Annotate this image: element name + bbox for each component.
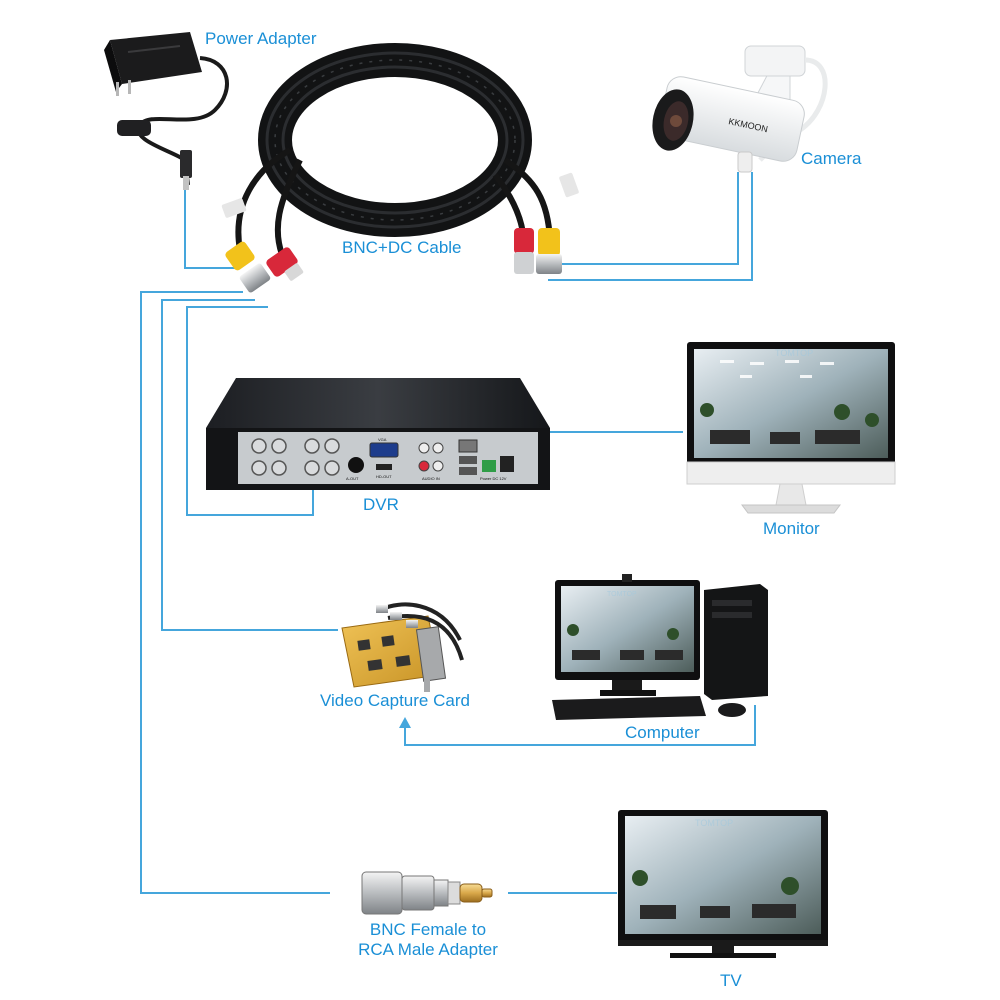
wire-computer-to-card xyxy=(404,705,756,746)
monitor: TOMTOP xyxy=(686,342,896,514)
dvr-label: DVR xyxy=(363,495,399,514)
tv: TOMTOP xyxy=(618,810,828,958)
tv-label: TV xyxy=(720,971,742,990)
wire-cable-to-adapter xyxy=(140,291,330,894)
video-capture-card-label: Video Capture Card xyxy=(320,691,470,710)
wire-cable-to-camera-1 xyxy=(548,172,739,265)
dvr-hdmi-label: HD-OUT xyxy=(376,474,392,479)
adapter-label-line1: BNC Female to xyxy=(369,920,487,939)
dvr-audio-in-label: AUDIO IN xyxy=(422,476,440,481)
bnc-dc-cable xyxy=(221,43,579,293)
dvr: VGA HD-OUT A-OUT AUDIO IN Power DC 12V xyxy=(206,378,550,490)
wire-cable-to-camera-2 xyxy=(548,172,753,281)
wire-cable-to-capture-card xyxy=(161,299,338,631)
connection-lines xyxy=(140,165,756,894)
dvr-audio-out-label: A-OUT xyxy=(346,476,359,481)
computer-screen-watermark: TOMTOP xyxy=(607,591,637,598)
wire-cable-to-dvr xyxy=(186,306,314,516)
wire-adapter-to-cable xyxy=(184,165,240,269)
adapter-label-line2: RCA Male Adapter xyxy=(358,940,498,959)
video-capture-card xyxy=(341,602,464,692)
power-adapter-label: Power Adapter xyxy=(205,29,317,48)
tv-watermark: TOMTOP xyxy=(695,818,733,828)
dvr-power-label: Power DC 12V xyxy=(480,476,507,481)
monitor-watermark: TOMTOP xyxy=(775,348,813,358)
camera: KKMOON xyxy=(652,45,828,173)
arrow-head xyxy=(399,717,411,728)
computer-label: Computer xyxy=(625,723,700,742)
dvr-vga-label: VGA xyxy=(378,437,387,442)
dvr-bnc-ports xyxy=(251,438,340,476)
computer: TOMTOP xyxy=(552,574,768,720)
monitor-label: Monitor xyxy=(763,519,820,538)
bnc-dc-cable-label: BNC+DC Cable xyxy=(342,238,462,257)
bnc-rca-adapter xyxy=(361,871,493,915)
camera-label: Camera xyxy=(801,149,862,168)
power-adapter xyxy=(104,32,229,190)
